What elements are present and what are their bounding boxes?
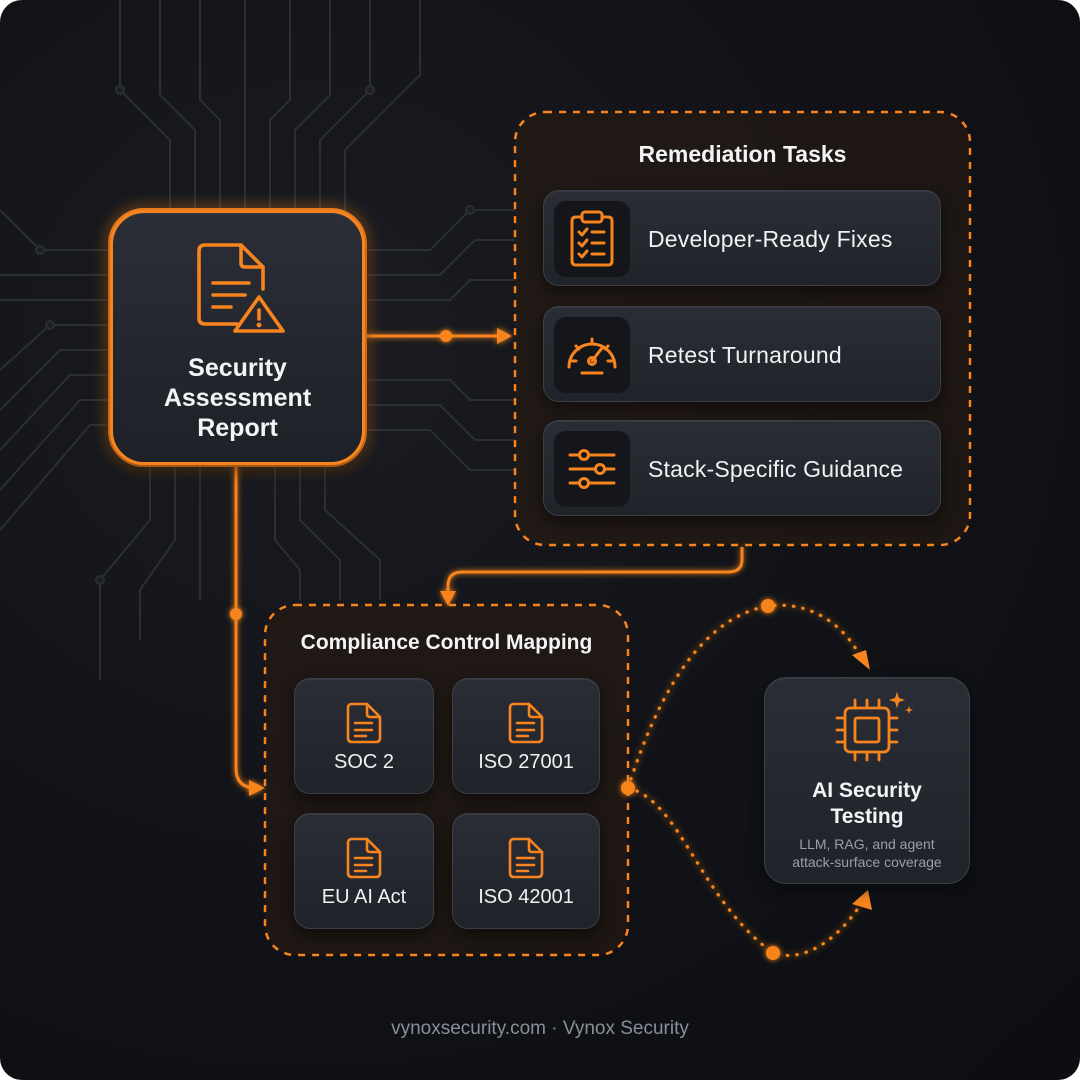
compliance-title: Compliance Control Mapping: [300, 631, 593, 654]
arrowhead-ai-top: [852, 650, 870, 670]
remediation-title: Remediation Tasks: [638, 141, 847, 167]
remediation-item-stack-specific-guidance[interactable]: Stack-Specific Guidance: [543, 420, 941, 516]
compliance-item-label: ISO 27001: [478, 751, 574, 773]
compliance-item-label: SOC 2: [333, 751, 395, 773]
arrowhead-remediation: [497, 328, 512, 344]
connector-remediation-compliance: [446, 547, 744, 595]
report-title-line1: Security: [188, 354, 287, 382]
connector-node: [230, 608, 242, 620]
compliance-item-label: ISO 42001: [478, 886, 574, 908]
compliance-item-label: EU AI Act: [321, 886, 407, 908]
footer-text: vynoxsecurity.com · Vynox Security: [391, 1018, 689, 1039]
ai-testing-subtitle-line1: LLM, RAG, and agent: [799, 836, 935, 852]
dotted-loop-lower: [626, 786, 864, 957]
arrowhead-compliance-top: [440, 591, 456, 606]
document-icon: [508, 837, 544, 879]
connector-node: [761, 599, 775, 613]
ai-testing-subtitle-line2: attack-surface coverage: [792, 854, 942, 870]
arrowhead-ai-bottom: [852, 890, 872, 910]
compliance-item-iso27001[interactable]: ISO 27001: [452, 678, 600, 794]
compliance-item-soc2[interactable]: SOC 2: [294, 678, 434, 794]
report-title-line3: Report: [197, 414, 278, 442]
remediation-item-label: Retest Turnaround: [648, 342, 842, 368]
document-icon: [346, 837, 382, 879]
icon-tile: [554, 431, 630, 507]
ai-chip-sparkle-icon: [835, 692, 913, 762]
compliance-item-eu-ai-act[interactable]: EU AI Act: [294, 813, 434, 929]
dotted-loop-upper: [626, 603, 864, 790]
ai-security-testing-card[interactable]: AI Security Testing LLM, RAG, and agent …: [764, 677, 970, 884]
connector-node: [440, 330, 452, 342]
speedometer-icon: [567, 337, 617, 375]
document-icon: [508, 702, 544, 744]
report-card[interactable]: Security Assessment Report: [110, 210, 365, 465]
clipboard-checklist-icon: [570, 210, 614, 267]
icon-tile: [554, 317, 630, 393]
remediation-item-developer-ready-fixes[interactable]: Developer-Ready Fixes: [543, 190, 941, 286]
report-title-line2: Assessment: [163, 384, 312, 412]
document-icon: [346, 702, 382, 744]
ai-testing-title-line1: AI Security: [812, 779, 922, 802]
arrowhead-compliance: [249, 780, 265, 796]
remediation-item-retest-turnaround[interactable]: Retest Turnaround: [543, 306, 941, 402]
compliance-item-iso42001[interactable]: ISO 42001: [452, 813, 600, 929]
document-warning-icon: [197, 243, 285, 333]
sliders-icon: [568, 449, 616, 489]
icon-tile: [554, 201, 630, 277]
remediation-item-label: Stack-Specific Guidance: [648, 456, 904, 482]
ai-testing-title-line2: Testing: [830, 805, 904, 828]
connector-report-compliance: [234, 465, 257, 790]
remediation-item-label: Developer-Ready Fixes: [648, 226, 893, 252]
